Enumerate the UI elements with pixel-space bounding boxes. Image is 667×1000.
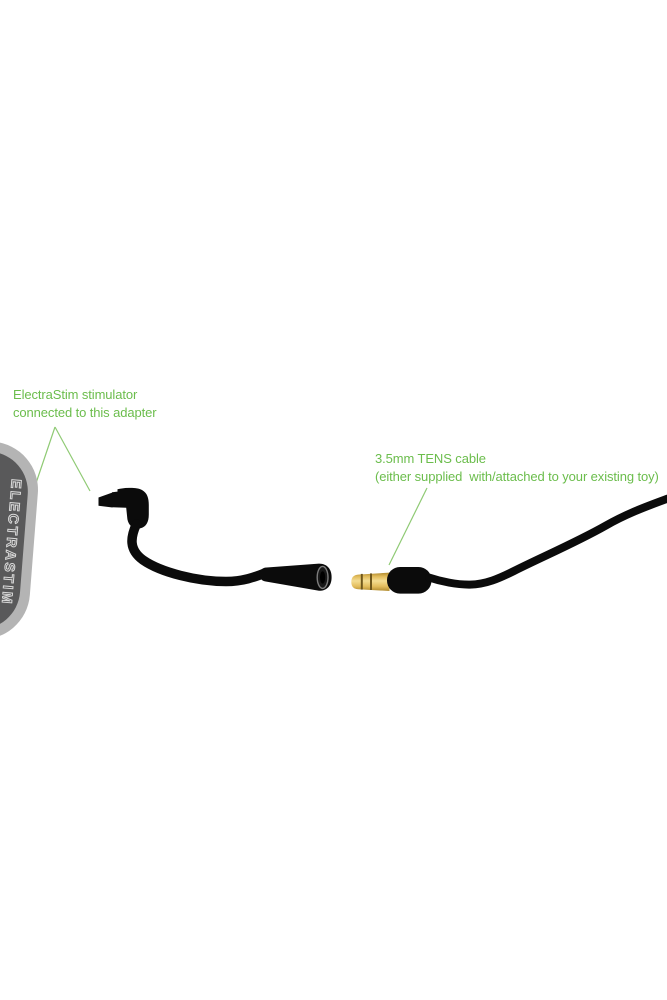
device-brand-label: ELECTRASTIM [0,478,25,607]
adapter-assembly [98,487,332,591]
leader-lines [33,426,428,566]
tens-cable-wire [425,494,667,589]
socket-connector-body [259,563,332,591]
adapter-right-angle-plug-body [112,487,149,529]
tens-assembly [351,494,667,594]
socket-opening [320,571,326,584]
adapter-cable-wire [127,519,271,587]
tens-annotation-line1: 3.5mm TENS cable [375,451,486,466]
leader-line-to-stimulator [33,426,56,490]
adapter-plug-tip [98,492,113,508]
tens-annotation-line2: (either supplied with/attached to your e… [375,468,659,484]
stimulator-annotation-line1: ElectraStim stimulator [13,387,138,402]
stimulator-annotation-line2: connected to this adapter [13,404,157,420]
leader-line-to-tens-plug [388,487,428,566]
leader-line-to-adapter-plug [54,426,91,492]
stimulator-annotation: ElectraStim stimulator connected to this… [13,386,157,421]
tens-cable-annotation: 3.5mm TENS cable (either supplied with/a… [375,450,659,485]
stimulator-device-face: ELECTRASTIM [0,447,31,633]
tens-plug-body [387,567,432,594]
